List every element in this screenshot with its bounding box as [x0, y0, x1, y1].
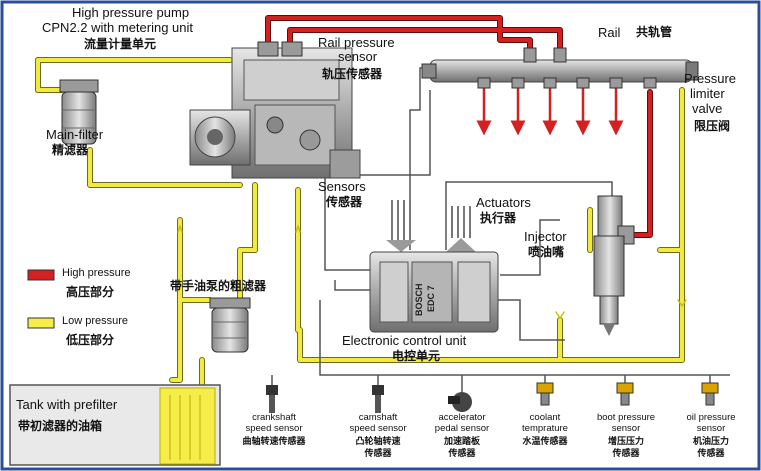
boost-pressure-sensor-icon	[616, 382, 634, 406]
tank-label-en: Tank with prefilter	[16, 397, 118, 412]
sensor-accelerator-en-1: accelerator	[438, 412, 486, 423]
sensor-boost-zh-1: 增压压力	[607, 436, 644, 446]
low-pressure-lines	[35, 57, 687, 388]
coolant-sensor-icon	[536, 382, 554, 406]
sensor-camshaft-zh-1: 凸轮轴转速	[355, 436, 401, 446]
pump-label-en-2: CPN2.2 with metering unit	[42, 20, 194, 35]
ecu-model: EDC 7	[426, 285, 436, 312]
sensor-camshaft-zh-2: 传感器	[364, 448, 392, 458]
camshaft-sensor-icon	[372, 385, 384, 413]
sensor-coolant-zh-1: 水温传感器	[522, 436, 568, 446]
sensor-crankshaft-en-2: speed sensor	[245, 423, 303, 434]
sensor-oil-zh-2: 传感器	[697, 448, 725, 458]
ecu-label-en: Electronic control unit	[342, 333, 467, 348]
ecu-label-zh: 电控单元	[392, 349, 441, 363]
rail-sensor-label-en-1: Rail pressure	[318, 35, 395, 50]
injector	[593, 195, 635, 336]
actuators-arrow	[446, 206, 476, 252]
ecu-unit	[369, 251, 499, 333]
legend-high-swatch	[27, 269, 55, 281]
rail-sensor-label-en-2: sensor	[338, 49, 378, 64]
limiter-label-zh: 限压阀	[694, 119, 731, 133]
common-rail	[421, 47, 699, 89]
sensor-accelerator-zh-2: 传感器	[448, 448, 476, 458]
high-pressure-pump	[189, 41, 361, 179]
sensors-label-zh: 传感器	[326, 195, 363, 209]
pump-label-zh: 流量计量单元	[84, 37, 157, 51]
sensor-accelerator-zh-1: 加速踏板	[443, 436, 480, 446]
limiter-label-en-3: valve	[692, 101, 723, 116]
prefilter-with-hand-pump	[209, 297, 251, 353]
sensor-boost-en-2: sensor	[611, 423, 641, 434]
limiter-label-en-2: limiter	[690, 86, 725, 101]
rail-label-zh: 共轨管	[636, 25, 673, 39]
main-filter-label-en: Main-filter	[46, 127, 104, 142]
sensor-boost-en-1: boot pressure	[596, 412, 656, 423]
sensor-coolant-en-1: coolant	[529, 412, 561, 423]
sensor-coolant-en-2: temprature	[522, 423, 568, 434]
legend-low-swatch	[27, 317, 55, 329]
sensors-label-en: Sensors	[318, 179, 366, 194]
sensor-oil-en-2: sensor	[696, 423, 726, 434]
sensor-boost-zh-2: 传感器	[612, 448, 640, 458]
fuel-tank	[9, 384, 221, 466]
injector-label-zh: 喷油嘴	[528, 245, 565, 259]
sensor-camshaft-en-2: speed sensor	[349, 423, 407, 434]
limiter-label-en-1: Pressure	[684, 71, 737, 86]
legend-high-label-en: High pressure	[62, 267, 131, 279]
injector-label-en: Injector	[524, 229, 567, 244]
ecu-brand: BOSCH	[414, 283, 424, 316]
sensors-arrow	[386, 200, 416, 252]
crankshaft-sensor-icon	[266, 385, 278, 413]
legend-low-label-zh: 低压部分	[66, 333, 115, 347]
main-filter	[59, 79, 99, 145]
rail-sensor-label-zh: 轨压传感器	[322, 67, 383, 81]
sensor-crankshaft-en-1: crankshaft	[252, 412, 296, 423]
sensor-oil-zh-1: 机油压力	[692, 436, 729, 446]
sensor-oil-en-1: oil pressure	[686, 412, 736, 423]
pump-label-en-1: High pressure pump	[72, 5, 190, 20]
sensor-accelerator-en-2: pedal sensor	[434, 423, 490, 434]
accelerator-pedal-sensor-icon	[448, 392, 472, 412]
high-pressure-lines	[265, 15, 653, 238]
prefilter-label-zh: 带手油泵的粗滤器	[170, 279, 267, 293]
rail-label-en: Rail	[598, 25, 621, 40]
actuators-label-zh: 执行器	[480, 211, 517, 225]
sensor-camshaft-en-1: camshaft	[358, 412, 398, 423]
legend-high-label-zh: 高压部分	[66, 285, 115, 299]
tank-label-zh: 带初滤器的油箱	[18, 419, 103, 433]
actuators-label-en: Actuators	[476, 195, 531, 210]
oil-pressure-sensor-icon	[701, 382, 719, 406]
main-filter-label-zh: 精滤器	[52, 143, 89, 157]
sensor-crankshaft-zh-1: 曲轴转速传感器	[242, 436, 306, 446]
legend-low-label-en: Low pressure	[62, 315, 129, 327]
